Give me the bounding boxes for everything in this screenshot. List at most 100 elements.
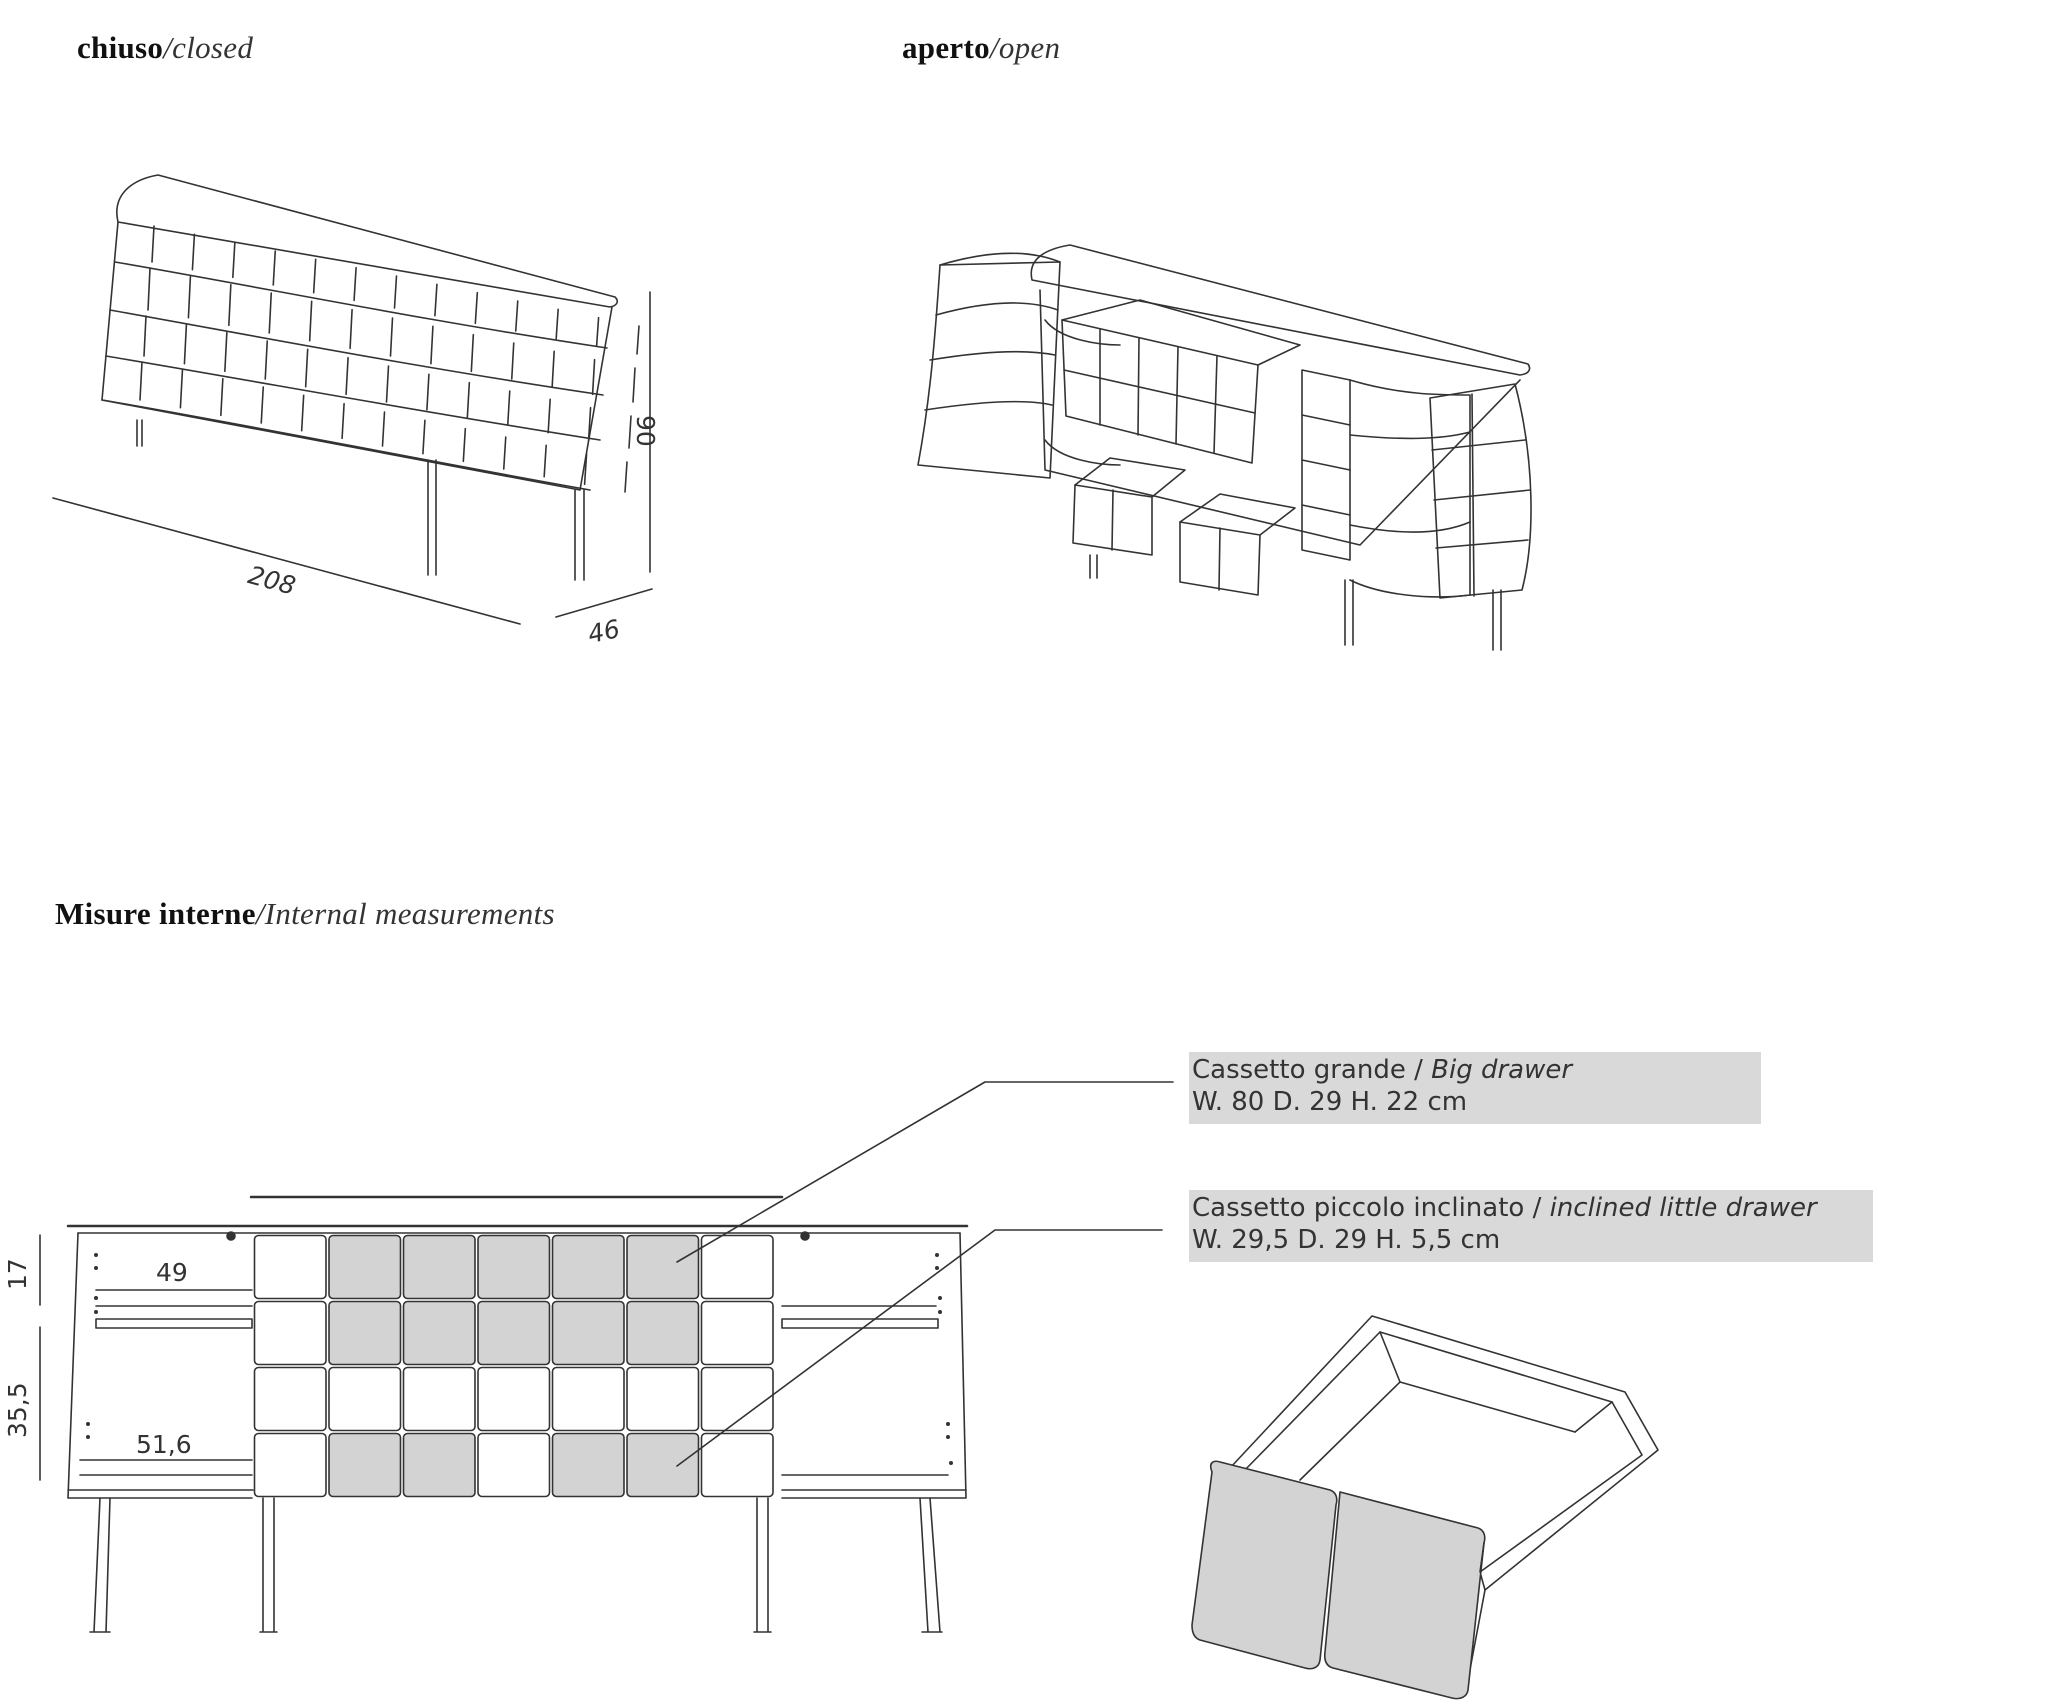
tile-joint [232, 241, 236, 279]
tile-joint [551, 350, 555, 388]
dim-compartment-upper: 49 [156, 1258, 188, 1287]
note-small-drawer-name: Cassetto piccolo inclinato / inclined li… [1192, 1192, 1870, 1224]
note-big-drawer-size: W. 80 D. 29 H. 22 cm [1192, 1087, 1468, 1117]
door-tile [328, 1234, 402, 1300]
door-tile [551, 1432, 625, 1498]
tile-joint [462, 427, 467, 463]
heading-closed-en: closed [172, 30, 254, 65]
door-tile [551, 1300, 625, 1366]
tile-joint [381, 411, 386, 447]
door-tile [700, 1300, 774, 1366]
note-big-drawer: Cassetto grande / Big drawer W. 80 D. 29… [1189, 1052, 1761, 1124]
tile-joint [506, 390, 511, 426]
closed-sideboard [52, 174, 653, 625]
tile-joint [183, 323, 188, 365]
note-separator: / [1405, 1055, 1432, 1085]
tile-joint [543, 444, 547, 478]
tile-joint [434, 283, 438, 317]
tile-joint [312, 258, 317, 294]
heading-open: aperto/open [902, 30, 1060, 66]
door-tile [477, 1300, 551, 1366]
door-tile [700, 1234, 774, 1300]
tile-joint [426, 373, 430, 411]
heading-open-it: aperto [902, 30, 990, 65]
tile-joint [308, 300, 313, 342]
heading-internal-it: Misure interne [55, 896, 256, 931]
dim-height-lower: 35,5 [3, 1382, 32, 1438]
note-big-drawer-name: Cassetto grande / Big drawer [1192, 1054, 1758, 1086]
note-small-drawer-size: W. 29,5 D. 29 H. 5,5 cm [1192, 1225, 1501, 1255]
tile-joint [187, 275, 192, 319]
door-tile [626, 1300, 700, 1366]
tile-joint [547, 398, 551, 434]
note-separator: / [1524, 1193, 1550, 1223]
tile-joint [466, 381, 471, 419]
door-tile [626, 1432, 700, 1498]
tile-joint [341, 402, 345, 440]
note-small-drawer: Cassetto piccolo inclinato / inclined li… [1189, 1190, 1873, 1262]
tile-joint [345, 356, 349, 396]
door-tile [253, 1234, 327, 1300]
door-tile [551, 1234, 625, 1300]
note-small-drawer-name-it: Cassetto piccolo inclinato [1192, 1193, 1525, 1223]
tile-joint [191, 233, 196, 271]
heading-open-en: open [998, 30, 1061, 65]
tile-joint [632, 367, 636, 403]
dim-height-upper: 17 [3, 1258, 32, 1290]
small-drawer-detail [1191, 1315, 1659, 1700]
tile-joint [430, 325, 434, 365]
tile-joint [636, 325, 640, 355]
door-tile [402, 1432, 476, 1498]
door-tile [253, 1300, 327, 1366]
tile-joint [147, 267, 151, 311]
tile-joint [300, 394, 305, 432]
tile-joint [628, 415, 632, 449]
tile-joint [583, 452, 588, 486]
tile-joint [228, 283, 232, 327]
tile-joint [385, 365, 390, 403]
heading-closed-it: chiuso [77, 30, 164, 65]
tile-joint [624, 461, 628, 493]
door-tile [477, 1366, 551, 1432]
tile-joint [349, 308, 353, 350]
tile-joint [264, 340, 269, 380]
tile-joint [389, 317, 394, 357]
tile-joint [422, 419, 426, 455]
tile-joint [595, 316, 600, 348]
door-tile [328, 1300, 402, 1366]
door-tile [253, 1432, 327, 1498]
door-tile [626, 1234, 700, 1300]
door-tile [551, 1366, 625, 1432]
tile-joint [143, 315, 147, 357]
tile-joint [224, 331, 228, 373]
tile-joint [260, 386, 265, 424]
heading-closed: chiuso/closed [77, 30, 253, 66]
note-big-drawer-name-it: Cassetto grande [1192, 1055, 1406, 1085]
dim-height: 90 [631, 415, 660, 447]
door-tile [402, 1234, 476, 1300]
heading-separator: / [163, 30, 173, 65]
tile-joint [555, 308, 559, 340]
door-tile [328, 1366, 402, 1432]
note-small-drawer-name-en: inclined little drawer [1549, 1193, 1817, 1223]
tile-joint [268, 292, 273, 334]
note-big-drawer-name-en: Big drawer [1431, 1055, 1573, 1085]
heading-internal: Misure interne/Internal measurements [55, 896, 555, 932]
heading-separator: / [989, 30, 999, 65]
tile-joint [304, 348, 309, 388]
tile-joint [220, 377, 224, 417]
door-tile-grid [253, 1234, 774, 1498]
tile-joint [393, 275, 398, 309]
tile-joint [139, 361, 143, 401]
heading-separator: / [255, 896, 265, 931]
tile-joint [179, 369, 184, 409]
door-tile [477, 1234, 551, 1300]
tile-joint [514, 300, 519, 332]
door-tile [700, 1432, 774, 1498]
tile-joint [272, 250, 277, 286]
tile-joint [353, 266, 357, 302]
tile-joint [470, 333, 475, 373]
tile-joint [151, 225, 155, 263]
door-tile [477, 1432, 551, 1498]
